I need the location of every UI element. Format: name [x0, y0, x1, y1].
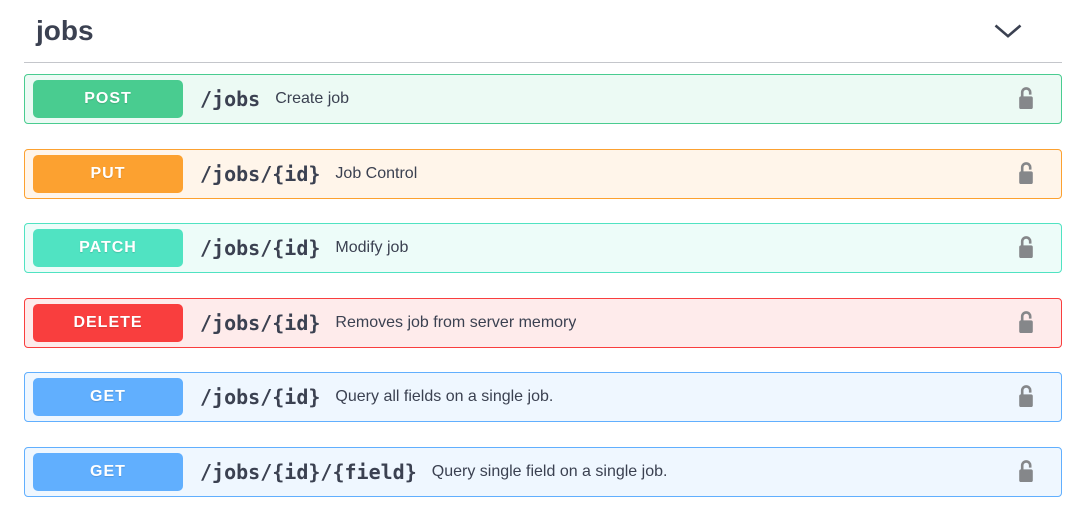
endpoint-path: /jobs/{id}/{field}: [200, 459, 417, 484]
endpoint-summary: Modify job: [335, 239, 409, 256]
endpoint-path: /jobs/{id}: [200, 310, 321, 335]
endpoint-path: /jobs/{id}: [200, 385, 321, 409]
authorize-button[interactable]: [1016, 161, 1036, 187]
unlock-icon: [1019, 310, 1033, 333]
authorize-button[interactable]: [1016, 235, 1036, 261]
unlock-icon: [1019, 385, 1033, 407]
authorize-button[interactable]: [1016, 310, 1036, 336]
method-badge: PUT: [33, 154, 183, 193]
chevron-down-icon[interactable]: [993, 23, 1023, 39]
tag-header[interactable]: jobs: [24, 0, 1062, 63]
endpoint-row[interactable]: PATCH /jobs/{id} Modify job: [24, 223, 1062, 273]
endpoint-row[interactable]: PUT /jobs/{id} Job Control: [24, 148, 1062, 199]
endpoint-summary: Query all fields on a single job.: [335, 388, 554, 405]
method-badge: DELETE: [33, 303, 183, 342]
endpoint-path: /jobs: [200, 87, 261, 111]
tag-section-jobs: jobs POST /jobs Create job PUT /jobs/{id…: [24, 0, 1062, 497]
endpoint-path: /jobs/{id}: [200, 236, 321, 260]
method-badge: PATCH: [33, 229, 183, 267]
operations-list: POST /jobs Create job PUT /jobs/{id} Job…: [24, 74, 1062, 497]
unlock-icon: [1019, 161, 1033, 184]
endpoint-row[interactable]: GET /jobs/{id}/{field} Query single fiel…: [24, 446, 1062, 497]
endpoint-row[interactable]: DELETE /jobs/{id} Removes job from serve…: [24, 297, 1062, 348]
method-badge: GET: [33, 378, 183, 416]
unlock-icon: [1019, 87, 1033, 109]
endpoint-summary: Query single field on a single job.: [431, 462, 668, 480]
method-badge: GET: [33, 452, 183, 491]
unlock-icon: [1019, 236, 1033, 258]
endpoint-summary: Removes job from server memory: [335, 313, 577, 331]
endpoint-row[interactable]: GET /jobs/{id} Query all fields on a sin…: [24, 372, 1062, 422]
endpoint-summary: Create job: [275, 90, 350, 107]
authorize-button[interactable]: [1016, 459, 1036, 485]
tag-title: jobs: [36, 15, 94, 46]
authorize-button[interactable]: [1016, 384, 1036, 410]
endpoint-path: /jobs/{id}: [200, 161, 321, 186]
unlock-icon: [1019, 459, 1033, 482]
endpoint-summary: Job Control: [335, 164, 418, 182]
endpoint-row[interactable]: POST /jobs Create job: [24, 74, 1062, 124]
method-badge: POST: [33, 80, 183, 118]
authorize-button[interactable]: [1016, 86, 1036, 112]
